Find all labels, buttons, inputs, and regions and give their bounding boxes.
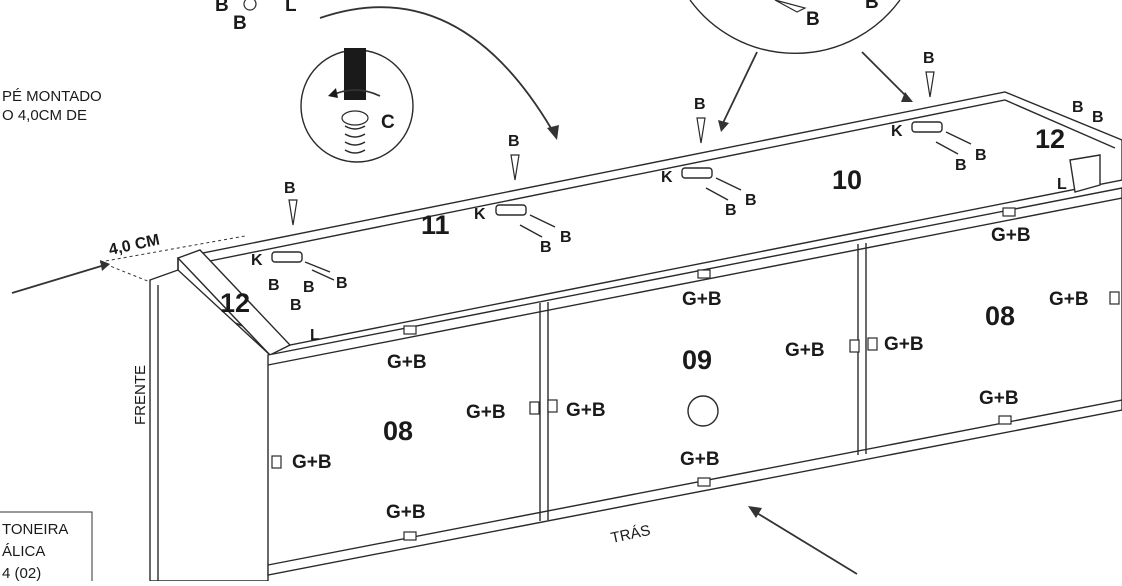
- svg-text:K: K: [661, 169, 673, 186]
- svg-text:B: B: [303, 279, 315, 296]
- door-hole-icon: [687, 395, 719, 427]
- part-11: 11: [421, 210, 450, 240]
- svg-text:B: B: [923, 50, 935, 67]
- part-10: 10: [832, 165, 862, 195]
- hinge-gb: G+B: [1049, 289, 1089, 310]
- info-box: [0, 511, 93, 585]
- note-line-1: PÉ MONTADO: [2, 88, 102, 105]
- side-label-front: FRENTE: [132, 365, 149, 425]
- hinge-gb: G+B: [991, 225, 1031, 246]
- dimension-label: 4,0 CM: [107, 232, 161, 259]
- svg-text:B: B: [975, 147, 987, 164]
- info-box-line-1: TONEIRA: [2, 521, 68, 538]
- cabinet-front: [267, 187, 1122, 576]
- screw-label-b: B: [233, 13, 247, 34]
- hinge-gb: G+B: [680, 449, 720, 470]
- left-side-panel: [176, 249, 292, 356]
- hinge-gb: G+B: [566, 400, 606, 421]
- part-12-right: 12: [1035, 124, 1065, 154]
- callout-arrow: [861, 51, 911, 101]
- screw-icon: [243, 0, 257, 11]
- svg-text:B: B: [725, 202, 737, 219]
- screw-head-icon: [341, 110, 369, 126]
- hinge-gb: G+B: [979, 388, 1019, 409]
- hinge-icon: [271, 207, 1120, 541]
- side-label-back: TRÁS: [609, 522, 652, 547]
- hinge-gb: G+B: [682, 289, 722, 310]
- dimension-arrow: [11, 263, 109, 294]
- hinge-gb: G+B: [785, 340, 825, 361]
- part-08-right: 08: [985, 301, 1015, 331]
- hinge-label-l: L: [1057, 176, 1067, 193]
- hinge-label-l: L: [285, 0, 297, 16]
- screw-label-b: B: [215, 0, 229, 16]
- note-line-2: O 4,0CM DE: [2, 107, 87, 124]
- svg-text:B: B: [745, 192, 757, 209]
- screwdriver-detail: C: [300, 48, 414, 163]
- part-08-left: 08: [383, 416, 413, 446]
- bracket-k: K B B: [251, 251, 348, 296]
- callout-arrow: [751, 509, 858, 575]
- hinge-gb: G+B: [466, 402, 506, 423]
- svg-text:B: B: [694, 96, 706, 113]
- hinge-gb: G+B: [884, 334, 924, 355]
- part-09: 09: [682, 345, 712, 375]
- svg-text:K: K: [474, 206, 486, 223]
- part-12-left: 12: [220, 288, 250, 318]
- screw-label-b: B: [268, 277, 280, 294]
- screw-label-b: B: [1072, 99, 1084, 116]
- svg-text:K: K: [251, 252, 263, 269]
- screw-label-b: B: [865, 0, 879, 13]
- svg-text:B: B: [284, 180, 296, 197]
- bracket-l-right: [1069, 154, 1101, 193]
- screw-label-b: B: [806, 9, 820, 30]
- screwdriver-icon: [344, 48, 366, 100]
- svg-text:B: B: [540, 239, 552, 256]
- hinge-label-l: L: [310, 327, 320, 344]
- screw-icon: B: [508, 133, 520, 181]
- svg-text:B: B: [955, 157, 967, 174]
- bracket-k: K B B: [474, 204, 572, 256]
- callout-arrow: [319, 6, 556, 136]
- screw-icon: B: [694, 96, 706, 144]
- screw-label-b: B: [1092, 109, 1104, 126]
- info-box-line-3: 4 (02): [2, 565, 41, 581]
- svg-text:K: K: [891, 123, 903, 140]
- screw-label-b: B: [290, 297, 302, 314]
- hinge-gb: G+B: [387, 352, 427, 373]
- detail-label-c: C: [381, 112, 395, 133]
- info-box-line-2: ÁLICA: [2, 543, 45, 560]
- bracket-k: K B B: [661, 167, 757, 219]
- callout-arrow: [721, 51, 758, 126]
- svg-text:B: B: [508, 133, 520, 150]
- bracket-k: K B B: [891, 121, 987, 174]
- magnified-detail: B B: [689, 0, 901, 55]
- hinge-gb: G+B: [386, 502, 426, 523]
- svg-text:B: B: [560, 229, 572, 246]
- hinge-gb: G+B: [292, 452, 332, 473]
- screw-icon: B: [923, 50, 935, 98]
- svg-text:B: B: [336, 275, 348, 292]
- screw-icon: B: [284, 180, 298, 226]
